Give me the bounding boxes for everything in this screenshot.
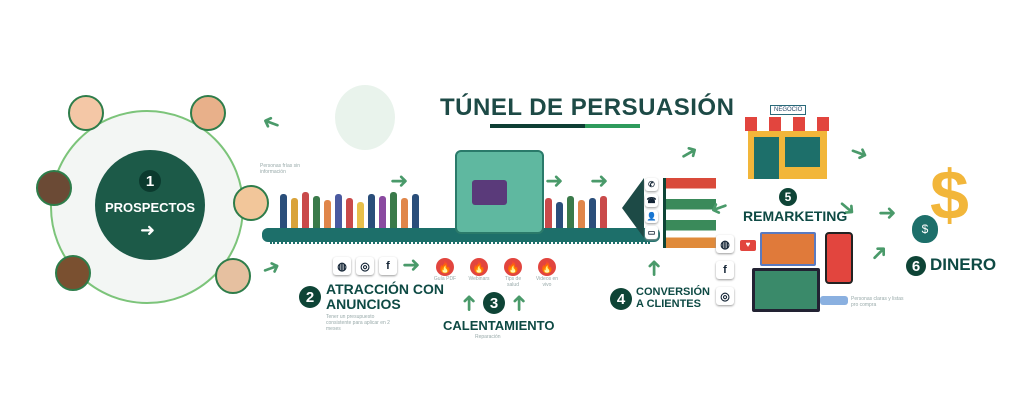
funnel-triangle bbox=[622, 178, 644, 238]
arrow-icon: ➜ bbox=[590, 168, 609, 193]
page-title: TÚNEL DE PERSUASIÓN bbox=[440, 94, 735, 121]
arrow-icon: ➜ bbox=[390, 168, 409, 193]
person-avatar bbox=[190, 95, 226, 131]
warmup-item-label: Webinars bbox=[468, 276, 490, 282]
person-avatar bbox=[55, 255, 91, 291]
whatsapp-icon: ✆ bbox=[645, 178, 658, 191]
heart-icon: ♥ bbox=[740, 240, 756, 251]
prospects-circle bbox=[95, 150, 205, 260]
conveyor-belt bbox=[262, 228, 660, 242]
arrow-icon: ➜ bbox=[878, 200, 897, 225]
facebook-icon: f bbox=[379, 257, 397, 275]
title-underline bbox=[490, 124, 585, 128]
warmup-item: 🔥Tips de salud bbox=[501, 258, 525, 288]
step-6-label: DINERO bbox=[930, 255, 997, 274]
fire-icon: 🔥 bbox=[470, 258, 488, 276]
warmup-item-label: Guía PDF bbox=[433, 276, 457, 282]
fire-icon: 🔥 bbox=[538, 258, 556, 276]
arrow-up-icon: ➜ bbox=[506, 293, 532, 313]
cold-people-note: Personas frías sin información bbox=[260, 163, 301, 175]
store-illustration: NEGOCIO bbox=[740, 105, 835, 180]
machine-screen bbox=[472, 180, 507, 205]
step-2-label-line2: ANUNCIOS bbox=[326, 296, 401, 312]
person-avatar bbox=[215, 258, 251, 294]
contact-icons: ✆ ☎ 👤 ▭ bbox=[645, 178, 658, 239]
user-icon: 👤 bbox=[645, 210, 658, 223]
step-1-badge: 1 bbox=[139, 170, 161, 192]
step-5-label: REMARKETING bbox=[743, 208, 848, 224]
warmup-item: 🔥Guía PDF bbox=[433, 258, 457, 288]
arrow-up-icon: ➜ bbox=[641, 258, 667, 278]
money-bag-icon: $ bbox=[912, 215, 938, 243]
arrow-icon: ➜ bbox=[258, 252, 284, 283]
arrow-icon: ➜ bbox=[258, 108, 284, 139]
step-2-badge: 2 bbox=[299, 286, 321, 308]
instagram-icon: ◎ bbox=[356, 257, 374, 275]
store-window bbox=[754, 137, 779, 179]
globe-icon: ◍ bbox=[716, 235, 734, 253]
instagram-icon: ◎ bbox=[716, 287, 734, 305]
woman-with-magnifier-illustration bbox=[335, 85, 395, 150]
warmup-machine bbox=[455, 150, 544, 234]
step-3-note: Reparación bbox=[475, 334, 501, 340]
fire-icon: 🔥 bbox=[436, 258, 454, 276]
warmup-item-label: Videos en vivo bbox=[535, 276, 559, 288]
step-5-note: Personas claras y listas pro compra bbox=[851, 296, 904, 308]
arrow-icon: ➜ bbox=[846, 137, 873, 168]
step-4-badge: 4 bbox=[610, 288, 632, 310]
person-avatar bbox=[68, 95, 104, 131]
step-3-label: CALENTAMIENTO bbox=[443, 318, 555, 333]
step-2-label-line1: ATRACCIÓN CON bbox=[326, 281, 444, 297]
step-2-label: ATRACCIÓN CON ANUNCIOS bbox=[326, 282, 444, 312]
people-queue-right bbox=[545, 195, 615, 228]
step-3-badge: 3 bbox=[483, 292, 505, 314]
chat-bubble bbox=[820, 296, 848, 305]
warmup-item-label: Tips de salud bbox=[504, 276, 522, 288]
phone-device bbox=[825, 232, 853, 284]
arrow-icon: ➜ bbox=[545, 168, 564, 193]
globe-icon: ◍ bbox=[333, 257, 351, 275]
step-5-badge: 5 bbox=[779, 188, 797, 206]
video-window bbox=[760, 232, 816, 266]
warmup-item: 🔥Videos en vivo bbox=[535, 258, 559, 288]
step-4-label-line1: CONVERSIÓN bbox=[636, 286, 710, 298]
person-avatar bbox=[233, 185, 269, 221]
remarketing-social-icons: ◍ f ◎ bbox=[716, 235, 734, 305]
step-4-label: CONVERSIÓN A CLIENTES bbox=[636, 286, 710, 310]
warmup-item: 🔥Webinars bbox=[467, 258, 491, 288]
step-1-label: PROSPECTOS bbox=[104, 200, 196, 215]
hands-with-money-illustration bbox=[663, 178, 716, 248]
step-6-badge: 6 bbox=[906, 256, 926, 276]
people-queue-left bbox=[280, 190, 450, 228]
store-sign: NEGOCIO bbox=[770, 105, 807, 115]
person-avatar bbox=[36, 170, 72, 206]
arrow-up-icon: ➜ bbox=[456, 293, 482, 313]
facebook-icon: f bbox=[716, 261, 734, 279]
store-window bbox=[785, 137, 820, 167]
title-underline-accent bbox=[585, 124, 640, 128]
dollar-sign-icon: $ bbox=[930, 156, 969, 234]
screen-icon: ▭ bbox=[645, 226, 658, 239]
warmup-items: 🔥Guía PDF 🔥Webinars 🔥Tips de salud 🔥Vide… bbox=[433, 258, 559, 288]
arrow-icon: ➜ bbox=[863, 237, 895, 269]
step-4-label-line2: A CLIENTES bbox=[636, 298, 701, 310]
step-2-note: Tener un presupuesto consistente para ap… bbox=[326, 314, 390, 332]
arrow-icon: ➜ bbox=[674, 137, 704, 169]
phone-icon: ☎ bbox=[645, 194, 658, 207]
fire-icon: 🔥 bbox=[504, 258, 522, 276]
laptop-device bbox=[752, 268, 820, 312]
arrow-icon: ➜ bbox=[402, 252, 421, 277]
arrow-icon: ➜ bbox=[140, 220, 156, 240]
store-awning bbox=[745, 117, 830, 131]
conveyor-legs bbox=[270, 242, 650, 248]
social-icons: ◍ ◎ f bbox=[333, 257, 397, 275]
